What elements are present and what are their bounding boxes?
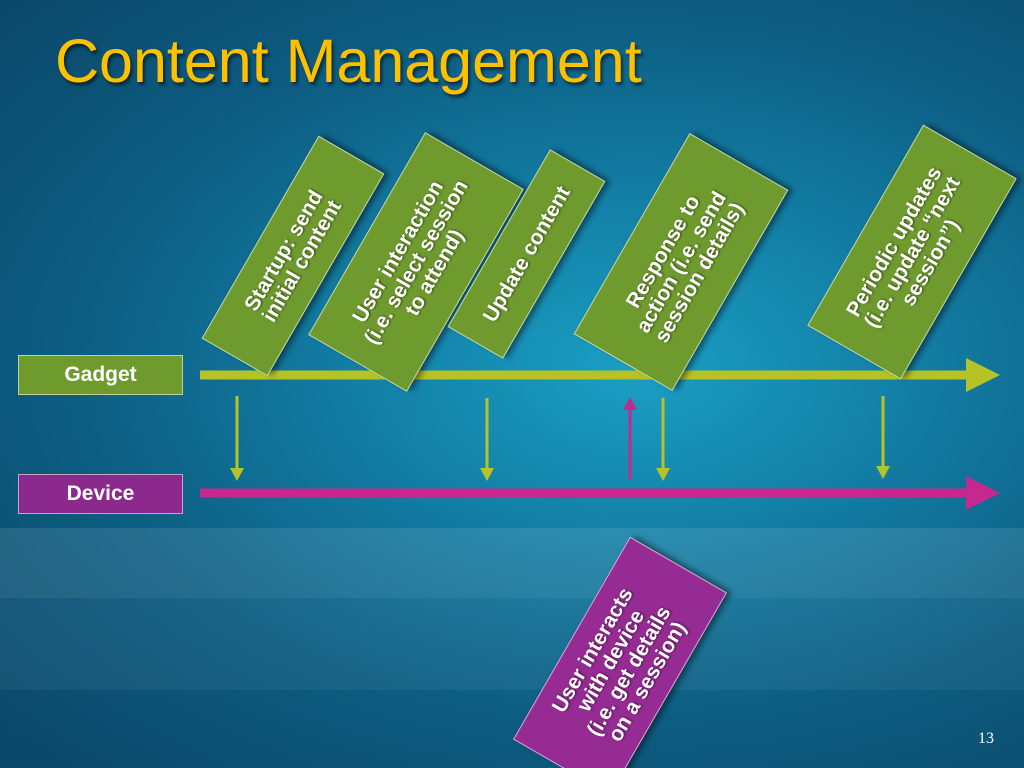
arrow-down-periodic-head <box>876 466 890 479</box>
background-band <box>0 528 1024 598</box>
page-number: 13 <box>978 730 994 747</box>
device-lane-label: Device <box>18 474 183 514</box>
arrow-down-response-head <box>656 468 670 481</box>
gadget-timeline-arrowhead <box>966 358 1000 392</box>
arrow-down-update-head <box>480 468 494 481</box>
slide-title: Content Management <box>55 27 642 95</box>
arrow-up-device-head <box>623 397 637 410</box>
device-timeline-arrowhead <box>966 476 1000 510</box>
arrow-down-startup-head <box>230 468 244 481</box>
gadget-lane-label: Gadget <box>18 355 183 395</box>
background-band-lower <box>0 598 1024 690</box>
